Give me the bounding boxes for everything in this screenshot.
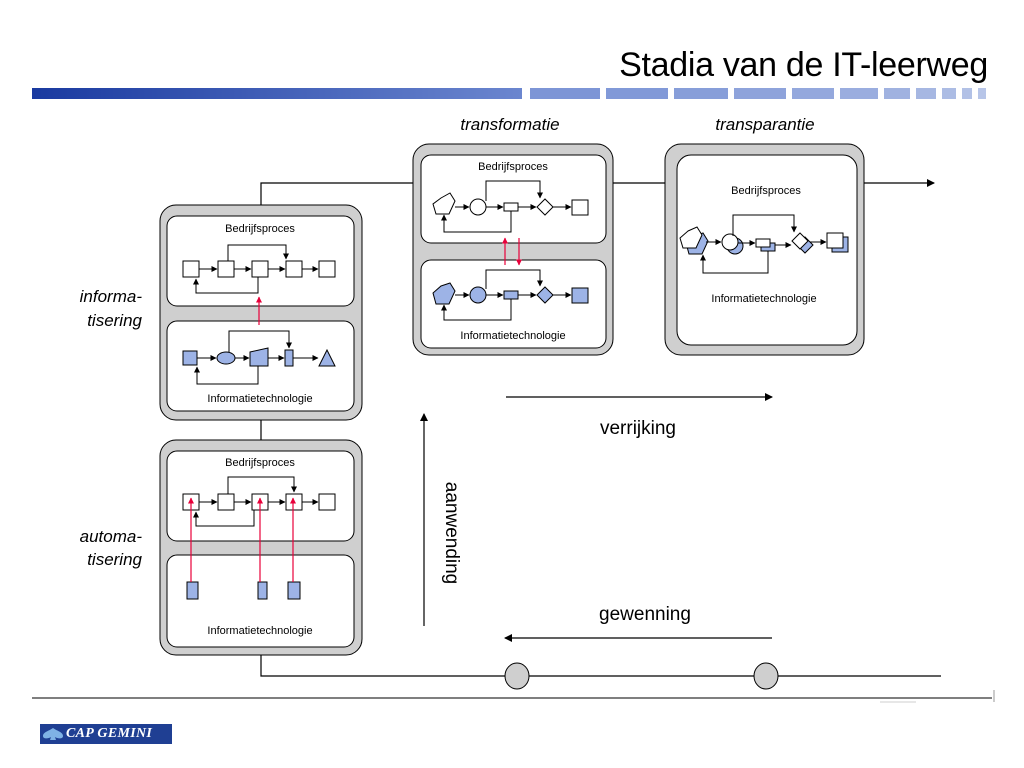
- header-bar-segment: [884, 88, 910, 99]
- stage-label-transformatie: transformatie: [460, 115, 559, 134]
- header-bar-segment: [978, 88, 986, 99]
- informatietechnologie-label: Informatietechnologie: [207, 393, 312, 405]
- header-bar-segment: [734, 88, 786, 99]
- header-bar-segment: [942, 88, 956, 99]
- milestone-circle: [504, 662, 530, 690]
- header-bar-segment: [916, 88, 936, 99]
- stage-label-informatisering-1: informa-: [80, 287, 143, 306]
- bedrijfsproces-label: Bedrijfsproces: [225, 223, 295, 235]
- header-bar-segment: [674, 88, 728, 99]
- stage-label-informatisering-2: tisering: [87, 311, 142, 330]
- bedrijfsproces-label: Bedrijfsproces: [731, 185, 801, 197]
- page-title: Stadia van de IT-leerweg: [619, 46, 988, 84]
- card-automatisering: Bedrijfsproces Informatietechnologie: [159, 439, 363, 656]
- logo-text: CAP GEMINI: [66, 726, 153, 741]
- spade-icon: [40, 724, 66, 744]
- header-bar-segment: [840, 88, 878, 99]
- cap-gemini-logo: CAP GEMINI: [40, 724, 172, 744]
- stage-label-automatisering-2: tisering: [87, 550, 142, 569]
- stage-path-lines: [260, 179, 941, 677]
- card-transformatie: Bedrijfsproces Informatietechnologie: [412, 143, 614, 356]
- informatietechnologie-label: Informatietechnologie: [460, 330, 565, 342]
- gewenning-label: gewenning: [599, 604, 691, 625]
- stage-label-automatisering-1: automa-: [80, 527, 143, 546]
- header-bar-segment: [792, 88, 834, 99]
- milestone-circle: [753, 662, 779, 690]
- card-transparantie: Bedrijfsproces Informatietechnologie: [664, 143, 865, 356]
- header-bar-segment: [962, 88, 972, 99]
- bedrijfsproces-label: Bedrijfsproces: [225, 457, 295, 469]
- header-bar-segment: [606, 88, 668, 99]
- aanwending-label: aanwending: [441, 482, 462, 584]
- informatietechnologie-label: Informatietechnologie: [207, 625, 312, 637]
- header-bar-segment: [32, 88, 522, 99]
- bedrijfsproces-label: Bedrijfsproces: [478, 161, 548, 173]
- header-bar-segment: [530, 88, 600, 99]
- card-informatisering: Bedrijfsproces Informatietechnologie: [159, 204, 363, 421]
- informatietechnologie-label: Informatietechnologie: [711, 293, 816, 305]
- verrijking-label: verrijking: [600, 418, 676, 439]
- stage-label-transparantie: transparantie: [715, 115, 814, 134]
